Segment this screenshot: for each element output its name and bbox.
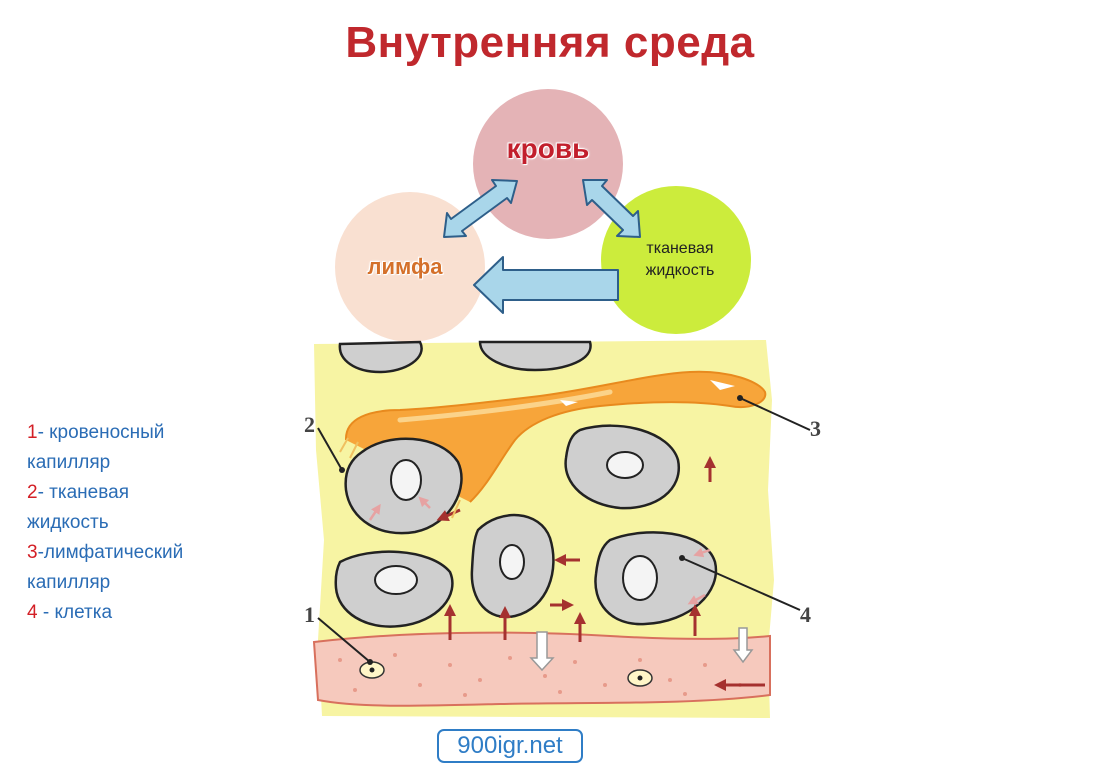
arrow-blood-lymph bbox=[443, 179, 518, 238]
legend-item-2-cont: жидкость bbox=[27, 512, 109, 533]
diagram-label-1: 1 bbox=[304, 602, 315, 627]
legend-item-1-cont: капилляр bbox=[27, 452, 111, 473]
legend-item-4: 4 - клетка bbox=[27, 602, 113, 623]
lymph-label: лимфа bbox=[367, 254, 443, 279]
tissue-diagram: 2 3 4 1 bbox=[304, 340, 821, 718]
blood-circle: кровь bbox=[473, 89, 623, 239]
legend-item-1: 1- кровеносный bbox=[27, 422, 165, 443]
exchange-arrows bbox=[443, 179, 641, 314]
tissue-fluid-label: тканевая жидкость bbox=[645, 240, 715, 279]
legend-item-3-cont: капилляр bbox=[27, 572, 111, 593]
diagram-label-2: 2 bbox=[304, 412, 315, 437]
source-link[interactable]: 900igr.net bbox=[437, 729, 583, 763]
legend-item-3: 3-лимфатический bbox=[27, 542, 184, 563]
diagram-label-3: 3 bbox=[810, 416, 821, 441]
legend-item-2: 2- тканевая bbox=[27, 482, 129, 503]
diagram-label-4: 4 bbox=[800, 602, 811, 627]
legend: 1- кровеносный капилляр 2- тканевая жидк… bbox=[27, 418, 257, 628]
blood-label: кровь bbox=[506, 133, 590, 164]
arrow-blood-tissue bbox=[582, 179, 641, 238]
diffusion-arrows bbox=[436, 456, 765, 691]
arrow-tissue-lymph bbox=[473, 256, 619, 314]
page-title: Внутренняя среда bbox=[345, 18, 755, 67]
